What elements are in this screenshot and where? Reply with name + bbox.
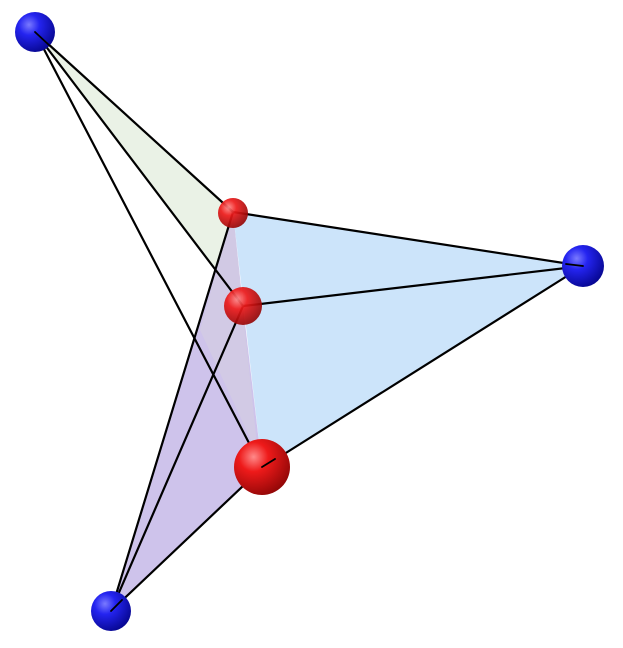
face-green	[35, 32, 257, 468]
face-blue	[233, 212, 583, 468]
stub-bl	[110, 599, 123, 612]
edge-tl-innerbottom	[33, 30, 264, 470]
edge-stubs	[34, 31, 584, 612]
edge-right-innerbottom	[260, 264, 585, 470]
face-purple-overlap	[200, 212, 258, 455]
inner-vertex-middle	[224, 287, 262, 325]
stub-tl	[34, 31, 51, 47]
edge-right-innertop	[231, 210, 585, 268]
edge-right-innermid	[241, 264, 585, 308]
edge-tl-innertop	[33, 30, 235, 214]
edge-tl-innermid	[33, 30, 245, 308]
edge-bl-innermid	[109, 304, 245, 613]
stub-right	[565, 263, 584, 267]
edges	[33, 30, 585, 613]
edge-bl-innerbottom	[109, 466, 264, 613]
edge-bl-innertop	[109, 210, 235, 613]
stub-inner-bottom	[261, 458, 276, 468]
inner-vertex-top	[218, 198, 248, 228]
